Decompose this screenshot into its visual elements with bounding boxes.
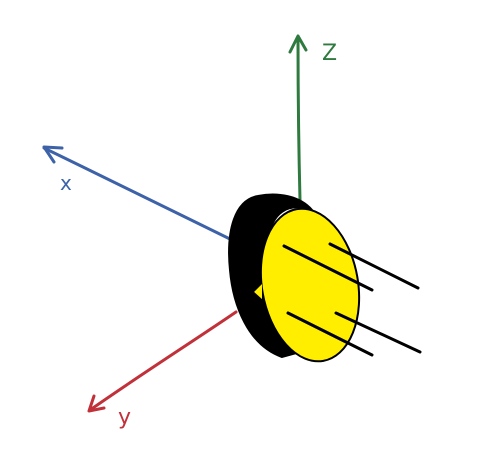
y-axis: y <box>87 310 238 430</box>
lead-4 <box>334 311 422 354</box>
lead-3 <box>286 311 374 357</box>
y-axis-arrowhead <box>87 394 106 413</box>
x-axis: x <box>42 145 234 242</box>
lead-1 <box>282 244 374 292</box>
z-axis-label: Z <box>322 41 337 66</box>
x-axis-arrowhead <box>42 145 64 164</box>
y-axis-label: y <box>118 405 131 430</box>
lead-2 <box>328 242 420 290</box>
x-axis-label: x <box>60 171 72 195</box>
y-axis-line <box>88 310 238 412</box>
cylinder-tab <box>251 282 263 301</box>
x-axis-line <box>42 146 234 242</box>
z-axis-line <box>296 36 302 202</box>
leads <box>282 242 422 357</box>
z-axis: Z <box>288 34 337 202</box>
z-axis-arrowhead <box>288 34 308 54</box>
